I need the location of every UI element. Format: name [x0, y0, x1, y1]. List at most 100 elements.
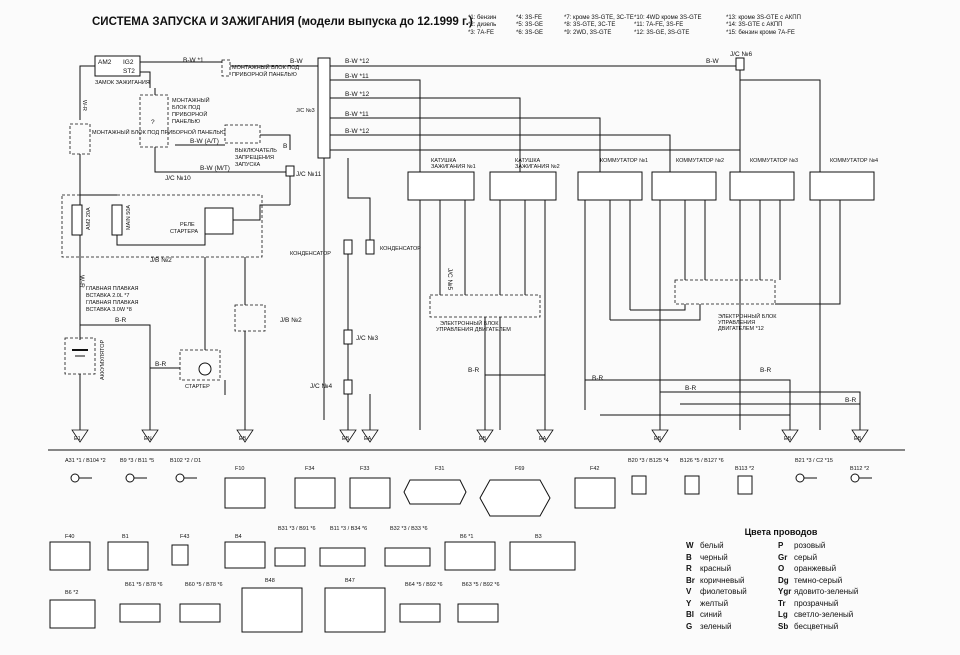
- connector-label: B126 *5 / B127 *6: [680, 458, 724, 464]
- ecu-label: УПРАВЛЕНИЯ ДВИГАТЕЛЕМ: [436, 327, 511, 333]
- battery: АККУМУЛЯТОР: [64, 337, 106, 380]
- legend-row: Bl синий Lg светло-зеленый: [686, 609, 876, 621]
- wire-label: B-W (M/T): [200, 165, 230, 172]
- diagram-title: СИСТЕМА ЗАПУСКА И ЗАЖИГАНИЯ (модели выпу…: [92, 16, 473, 28]
- connector-label: B47: [345, 578, 355, 584]
- note: *5: 3S-GE: [516, 22, 544, 29]
- top-block-label: ПРИБОРНОЙ ПАНЕЛЬЮ: [232, 70, 297, 78]
- note: *7: кроме 3S-GTE, 3C-TE: [564, 15, 634, 21]
- jc3b-label: J/C №3: [356, 335, 379, 342]
- color-name: желтый: [700, 598, 729, 608]
- note: *1: бензин: [468, 15, 497, 21]
- ecu-label: УПРАВЛЕНИЯ: [718, 320, 755, 326]
- igniter-3: КОММУТАТОР №3: [729, 158, 798, 201]
- ground-symbols: [71, 429, 869, 443]
- st2-label: ST2: [123, 68, 135, 75]
- jc11-label: J/C №11: [296, 171, 322, 178]
- color-code: P: [778, 541, 784, 550]
- main-fuse-label: ГЛАВНАЯ ПЛАВКАЯ: [86, 300, 139, 306]
- igniter-label: КОММУТАТОР №1: [600, 158, 648, 164]
- color-name: красный: [700, 564, 732, 573]
- color-code: Y: [686, 598, 692, 608]
- panel-block-label: МОНТАЖНЫЙ БЛОК ПОД ПРИБОРНОЙ ПАНЕЛЬЮ: [92, 128, 226, 136]
- panel-block-label: ПАНЕЛЬЮ: [172, 119, 200, 125]
- unknown-component-mark: ?: [151, 119, 155, 126]
- color-name: бесцветный: [794, 621, 839, 631]
- wire-label: B-R: [760, 367, 772, 374]
- note: *15: бензин кроме 7A-FE: [726, 29, 795, 36]
- connector-label: B102 *2 / D1: [170, 458, 201, 464]
- connector-label: F69: [515, 466, 524, 472]
- connector-label: B113 *2: [735, 466, 754, 472]
- starter-label: СТАРТЕР: [185, 384, 210, 390]
- jb2-label: J/B №2: [150, 257, 172, 264]
- connector-label: B63 *5 / B92 *6: [462, 582, 500, 588]
- wire-label: B-R: [115, 317, 127, 324]
- connector-label: F42: [590, 466, 599, 472]
- connector-label: B4: [235, 534, 242, 540]
- relay-label: РЕЛЕ: [180, 222, 195, 228]
- color-code: Ygr: [778, 587, 792, 596]
- jc4-label: J/C №4: [310, 383, 333, 390]
- legend-row: B черный Gr серый: [686, 552, 876, 564]
- ignition-switch-label: ЗАМОК ЗАЖИГАНИЯ: [95, 80, 150, 86]
- connector-label: B32 *3 / B33 *6: [390, 526, 428, 532]
- note: *13: кроме 3S-GTE с АКПП: [726, 15, 801, 21]
- color-code: Sb: [778, 621, 789, 631]
- wire-label: B-R: [468, 367, 480, 374]
- connector-label: B112 *2: [850, 466, 869, 472]
- color-name: светло-зеленый: [794, 610, 854, 619]
- connector-label: B31 *3 / B91 *6: [278, 526, 316, 532]
- color-name: оранжевый: [794, 564, 837, 573]
- wire-label: B-W: [706, 58, 720, 65]
- color-code: Dg: [778, 575, 789, 585]
- top-panel-block: МОНТАЖНЫЙ БЛОК ПОД ПРИБОРНОЙ ПАНЕЛЬЮ: [221, 59, 299, 78]
- note: *4: 3S-FE: [516, 15, 543, 21]
- main-fuse-label: ВСТАВКА 2.0L *7: [86, 293, 129, 299]
- color-name: темно-серый: [794, 575, 843, 585]
- battery-label: АККУМУЛЯТОР: [100, 340, 106, 380]
- jc10-label: J/C №10: [165, 175, 191, 182]
- color-code: Gr: [778, 552, 788, 562]
- jb2b-label: J/B №2: [280, 317, 302, 324]
- note: *8: 3S-GTE, 3C-TE: [564, 22, 616, 29]
- color-name: белый: [700, 541, 724, 550]
- note: *9: 2WD, 3S-GTE: [564, 29, 612, 36]
- starter: СТАРТЕР: [179, 349, 221, 390]
- ignition-switch: AM2 IG2 ST2 ЗАМОК ЗАЖИГАНИЯ: [94, 55, 150, 86]
- coil-label: ЗАЖИГАНИЯ №1: [431, 164, 476, 170]
- igniter-label: КОММУТАТОР №4: [830, 158, 878, 164]
- color-code: Br: [686, 575, 695, 585]
- connector-label: B6 *2: [65, 590, 78, 596]
- wire-label: B-R: [685, 385, 697, 392]
- wire-label: W-R: [81, 100, 87, 111]
- color-name: серый: [794, 552, 818, 562]
- color-name: ядовито-зеленый: [794, 587, 859, 596]
- start-switch-label: ЗАПУСКА: [235, 162, 261, 168]
- ignition-coil-1: КАТУШКА ЗАЖИГАНИЯ №1: [407, 158, 476, 201]
- note: *6: 3S-GE: [516, 29, 544, 36]
- wire-label: B-W *12: [345, 128, 370, 135]
- coil-label: ЗАЖИГАНИЯ №2: [515, 164, 560, 170]
- wire-label: B-R: [592, 375, 604, 382]
- note: *2: дизель: [468, 22, 497, 29]
- panel-block-middle: ? МОНТАЖНЫЙ БЛОК ПОД ПРИБОРНОЙ ПАНЕЛЬЮ: [139, 94, 210, 148]
- color-name: коричневый: [700, 575, 745, 585]
- coil-label: КАТУШКА: [515, 158, 541, 164]
- junction-block-2b: J/B №2: [234, 304, 302, 332]
- connector-label: B1: [122, 534, 129, 540]
- ecu-label: ДВИГАТЕЛЕМ *12: [718, 326, 764, 332]
- connector-label: B64 *5 / B92 *6: [405, 582, 443, 588]
- connector-label: F40: [65, 534, 74, 540]
- igniter-4: КОММУТАТОР №4: [809, 158, 878, 201]
- connector-label: B3: [535, 534, 542, 540]
- ecu-label: ЭЛЕКТРОННЫЙ БЛОК: [718, 312, 777, 320]
- connector-label: B20 *3 / B125 *4: [628, 458, 669, 464]
- connector-label: B9 *3 / B11 *5: [120, 458, 154, 464]
- wire-label: B-W *12: [345, 58, 370, 65]
- engine-ecu-2: ЭЛЕКТРОННЫЙ БЛОК УПРАВЛЕНИЯ ДВИГАТЕЛЕМ *…: [674, 279, 777, 332]
- color-code: O: [778, 564, 785, 573]
- color-code: Bl: [686, 610, 694, 619]
